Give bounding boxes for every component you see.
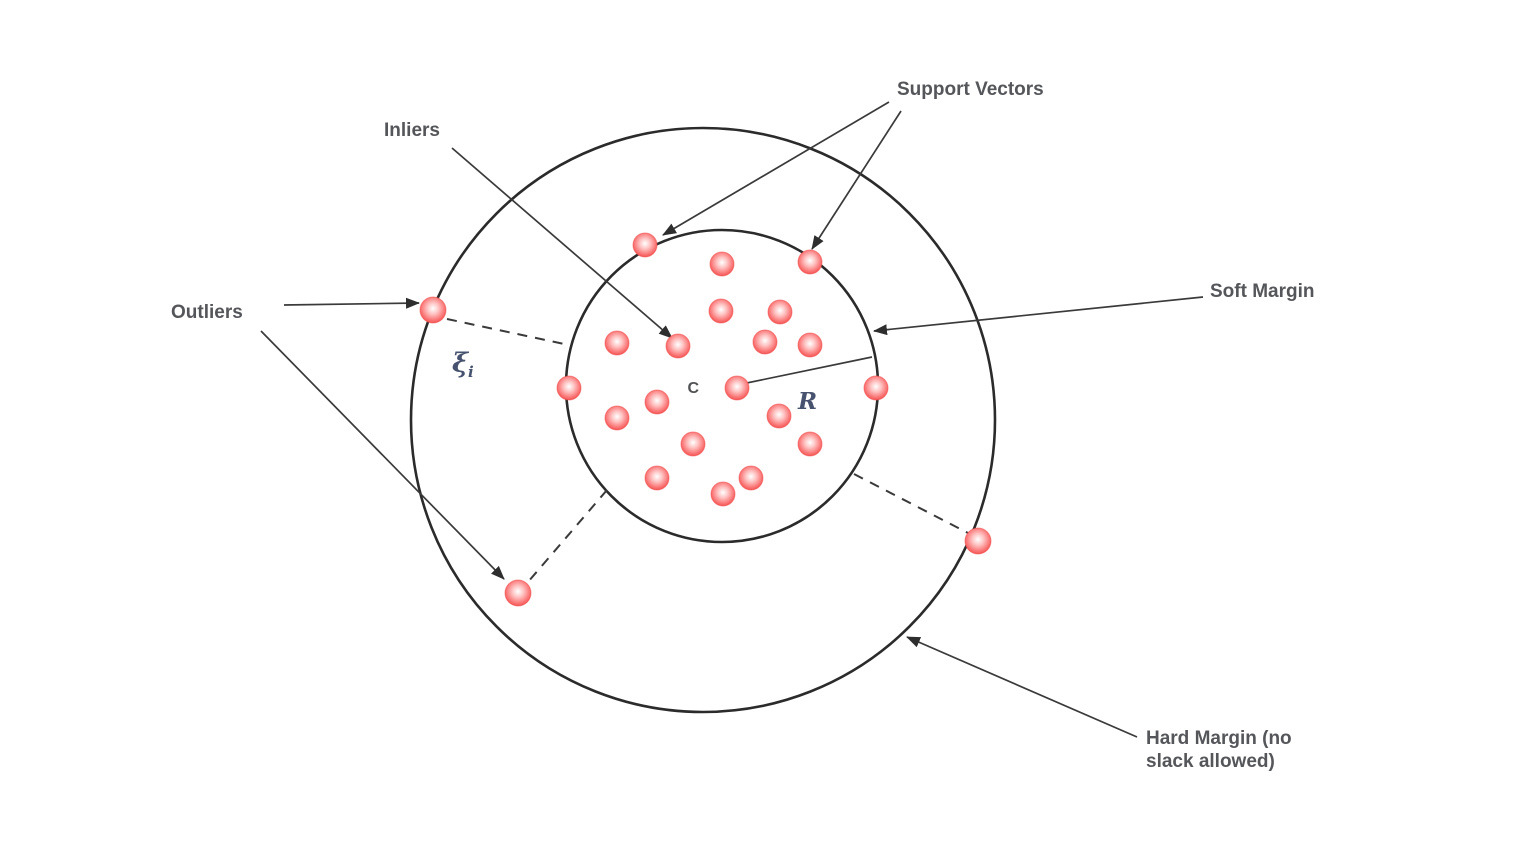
hard-margin-circle xyxy=(409,126,997,714)
xi-symbol: ξ xyxy=(452,348,470,379)
text-labels: Inliers Support Vectors Outliers Soft Ma… xyxy=(171,79,1315,772)
margin-circles xyxy=(409,126,997,714)
inliers-label: Inliers xyxy=(384,120,440,141)
inlier-point xyxy=(752,329,778,355)
inlier-point xyxy=(644,465,670,491)
inlier-point xyxy=(665,333,691,359)
soft-margin-label: Soft Margin xyxy=(1210,281,1315,302)
xi-subscript: i xyxy=(468,363,474,381)
slack-line-right xyxy=(853,473,969,534)
support-vector-point xyxy=(797,249,823,275)
inlier-point xyxy=(604,330,630,356)
outliers-arrow-2 xyxy=(260,330,505,580)
support-vector-point xyxy=(556,375,582,401)
inliers-arrow xyxy=(451,147,673,339)
slack-line-bottom-left xyxy=(527,489,608,583)
slack-dashed-lines xyxy=(446,318,969,583)
inlier-point xyxy=(708,298,734,324)
data-points xyxy=(419,232,992,607)
outlier-point xyxy=(964,527,992,555)
hard-margin-arrow xyxy=(906,636,1138,738)
radius-line-layer xyxy=(736,356,873,386)
inlier-point xyxy=(604,405,630,431)
inlier-point xyxy=(680,431,706,457)
xi-slack-label: ξi xyxy=(452,348,474,381)
support-vectors-arrow-1 xyxy=(662,101,890,236)
support-vectors-label: Support Vectors xyxy=(897,79,1044,100)
support-vectors-arrow-2 xyxy=(811,110,902,250)
center-point xyxy=(724,375,750,401)
inlier-point xyxy=(738,465,764,491)
inlier-point xyxy=(766,403,792,429)
soft-margin-arrow xyxy=(873,296,1204,336)
radius-r-label: R xyxy=(797,388,817,415)
inlier-point xyxy=(767,299,793,325)
inlier-point xyxy=(797,332,823,358)
outliers-label: Outliers xyxy=(171,302,243,323)
radius-line xyxy=(736,356,873,386)
inlier-point xyxy=(644,389,670,415)
hard-margin-label-line2: slack allowed) xyxy=(1146,751,1275,772)
inlier-point xyxy=(797,431,823,457)
inlier-point xyxy=(709,251,735,277)
outliers-arrow-1 xyxy=(283,297,420,309)
slack-line-left xyxy=(446,318,570,346)
annotation-arrows xyxy=(260,101,1204,738)
support-vector-point xyxy=(863,375,889,401)
outlier-point xyxy=(504,579,532,607)
hard-margin-label-line1: Hard Margin (no xyxy=(1146,728,1292,749)
support-vector-point xyxy=(632,232,658,258)
inlier-point xyxy=(710,481,736,507)
center-c-label: C xyxy=(687,380,699,397)
outlier-point xyxy=(419,296,447,324)
